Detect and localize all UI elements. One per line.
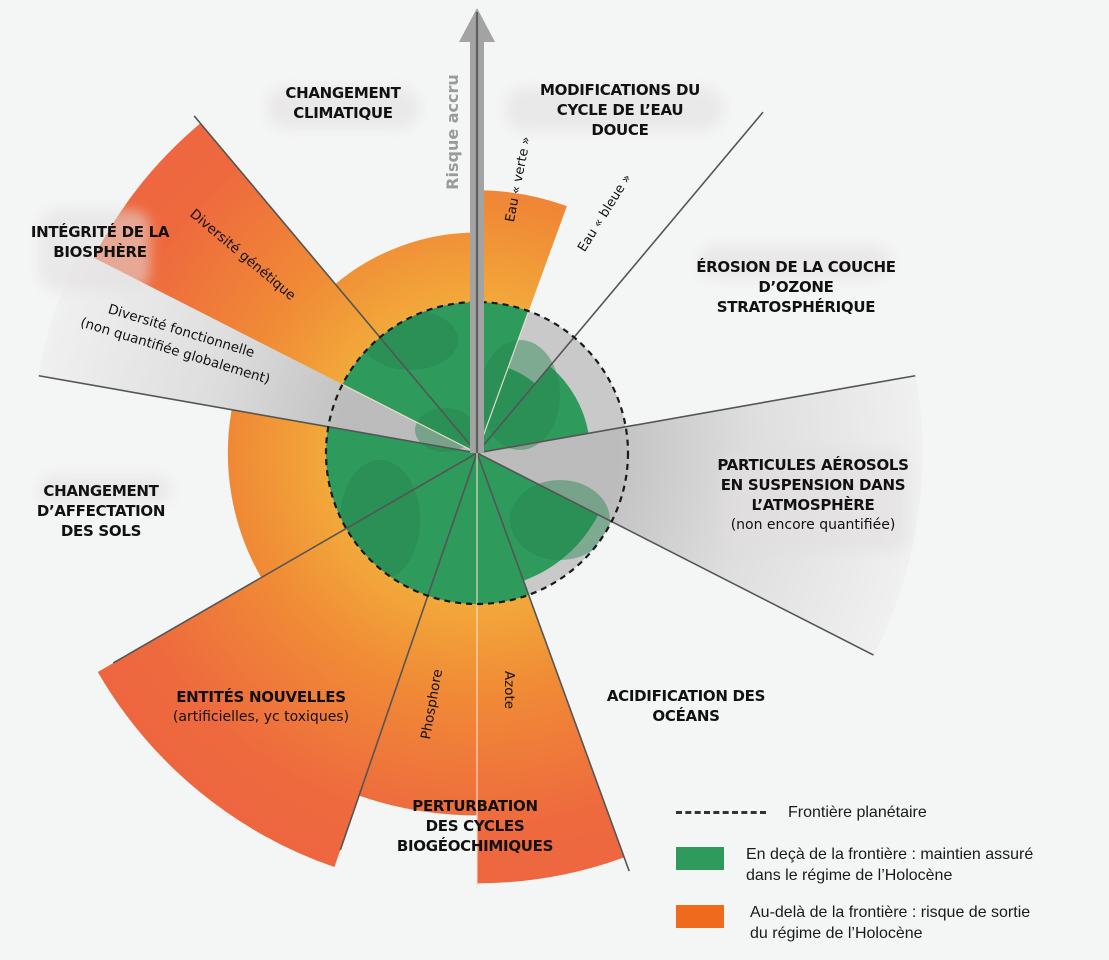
globe-texture	[340, 310, 610, 580]
continent-shape	[480, 340, 560, 450]
label-ocean-acidification: ACIDIFICATION DES OCÉANS	[596, 686, 776, 726]
divider-lines	[38, 111, 916, 888]
label-line: CLIMATIQUE	[293, 104, 393, 122]
wedge-freshwater-green-beyond	[477, 190, 567, 312]
planetary-boundary-circle	[324, 300, 630, 606]
legend-item-within: En deçà de la frontière : maintien assur…	[676, 844, 1033, 886]
sub-divider-line	[342, 383, 478, 454]
legend-line: Au-delà de la frontière : risque de sort…	[750, 904, 1031, 921]
legend-label: Frontière planétaire	[788, 804, 927, 821]
label-line: ÉROSION DE LA COUCHE	[696, 258, 896, 276]
divider-line	[476, 111, 764, 454]
label-line: CYCLE DE L’EAU	[556, 101, 684, 119]
label-line: DOUCE	[591, 121, 649, 139]
label-line: MODIFICATIONS DU	[540, 81, 700, 99]
wedge-biosphere-genetic-beyond	[93, 123, 380, 385]
continent-shape	[510, 480, 610, 560]
wedge-ocean	[477, 453, 599, 581]
green-swatch-icon	[676, 847, 724, 870]
wedge-biosphere-genetic-within	[342, 337, 477, 453]
label-land-use: CHANGEMENT D’AFFECTATION DES SOLS	[26, 481, 176, 541]
wedge-freshwater-green-within	[477, 302, 529, 453]
label-line: INTÉGRITÉ DE LA	[30, 223, 170, 241]
wedge-nitrogen-beyond	[477, 594, 625, 884]
wedge-ozone	[477, 366, 589, 453]
wedge-climate-within	[379, 302, 477, 453]
legend-label: Au-delà de la frontière : risque de sort…	[750, 902, 1030, 944]
label-line: DES CYCLES	[425, 817, 525, 835]
label-note: (non encore quantifiée)	[730, 517, 896, 533]
label-line: ACIDIFICATION DES	[606, 687, 766, 705]
wedge-aerosols	[477, 375, 923, 656]
label-biosphere-integrity: INTÉGRITÉ DE LA BIOSPHÈRE	[26, 222, 174, 262]
risk-arrow	[459, 8, 495, 453]
divider-line	[38, 374, 478, 454]
wedge-phosphorus-beyond	[359, 595, 477, 816]
label-line: PERTURBATION	[412, 797, 538, 815]
legend-line: dans le régime de l’Holocène	[746, 867, 953, 884]
wedge-novel-entities-beyond	[97, 528, 428, 868]
divider-line	[476, 452, 874, 656]
label-freshwater: MODIFICATIONS DU CYCLE DE L’EAU DOUCE	[520, 80, 720, 140]
divider-line	[112, 452, 478, 664]
divider-line	[339, 452, 478, 851]
wedge-novel-entities-within	[346, 453, 477, 596]
label-line: STRATOSPHÉRIQUE	[716, 298, 876, 316]
orange-swatch-icon	[676, 905, 724, 928]
divider-line	[476, 374, 916, 454]
label-biogeochemical-flows: PERTURBATION DES CYCLES BIOGÉOCHIMIQUES	[385, 796, 565, 856]
wedge-climate-beyond	[335, 232, 477, 338]
label-line: L’ATMOSPHÈRE	[751, 496, 875, 514]
label-line: EN SUSPENSION DANS	[720, 476, 906, 494]
label-line: BIOGÉOCHIMIQUES	[396, 837, 554, 855]
label-line: ENTITÉS NOUVELLES	[176, 688, 346, 706]
label-note: (artificielles, yc toxiques)	[172, 709, 350, 725]
divider-line	[476, 452, 630, 872]
wedge-land-use-within	[326, 426, 477, 529]
label-line: D’OZONE	[758, 278, 834, 296]
continent-shape	[415, 408, 475, 452]
risk-arrow-label: Risque accru	[443, 74, 462, 190]
sub-divider-line	[476, 310, 530, 454]
label-aerosols: PARTICULES AÉROSOLS EN SUSPENSION DANS L…	[713, 455, 913, 535]
label-ozone-depletion: ÉROSION DE LA COUCHE D’OZONE STRATOSPHÉR…	[684, 257, 908, 317]
label-climate-change: CHANGEMENT CLIMATIQUE	[283, 83, 403, 123]
wedge-land-use-beyond	[227, 409, 347, 578]
wedge-layer	[38, 123, 923, 884]
legend-item-beyond: Au-delà de la frontière : risque de sort…	[676, 902, 1030, 944]
label-line: D’AFFECTATION	[36, 502, 166, 520]
divider-line	[193, 115, 478, 454]
label-blue-water: Eau « bleue »	[575, 172, 635, 255]
label-line: DES SOLS	[60, 522, 142, 540]
label-line: CHANGEMENT	[285, 84, 401, 102]
wedge-freshwater-blue	[477, 367, 536, 453]
legend-label: En deçà de la frontière : maintien assur…	[746, 844, 1033, 886]
label-line: CHANGEMENT	[43, 482, 159, 500]
label-line: OCÉANS	[652, 707, 720, 725]
dashed-line-icon	[676, 811, 766, 814]
label-novel-entities: ENTITÉS NOUVELLES (artificielles, yc tox…	[146, 687, 376, 727]
legend-item-boundary: Frontière planétaire	[676, 802, 927, 823]
legend-line: du régime de l’Holocène	[750, 925, 923, 942]
label-line: BIOSPHÈRE	[53, 243, 147, 261]
label-nitrogen: Azote	[501, 671, 517, 709]
wedge-biosphere-functional	[38, 250, 478, 453]
legend-line: En deçà de la frontière : maintien assur…	[746, 846, 1034, 863]
label-line: PARTICULES AÉROSOLS	[717, 456, 909, 474]
